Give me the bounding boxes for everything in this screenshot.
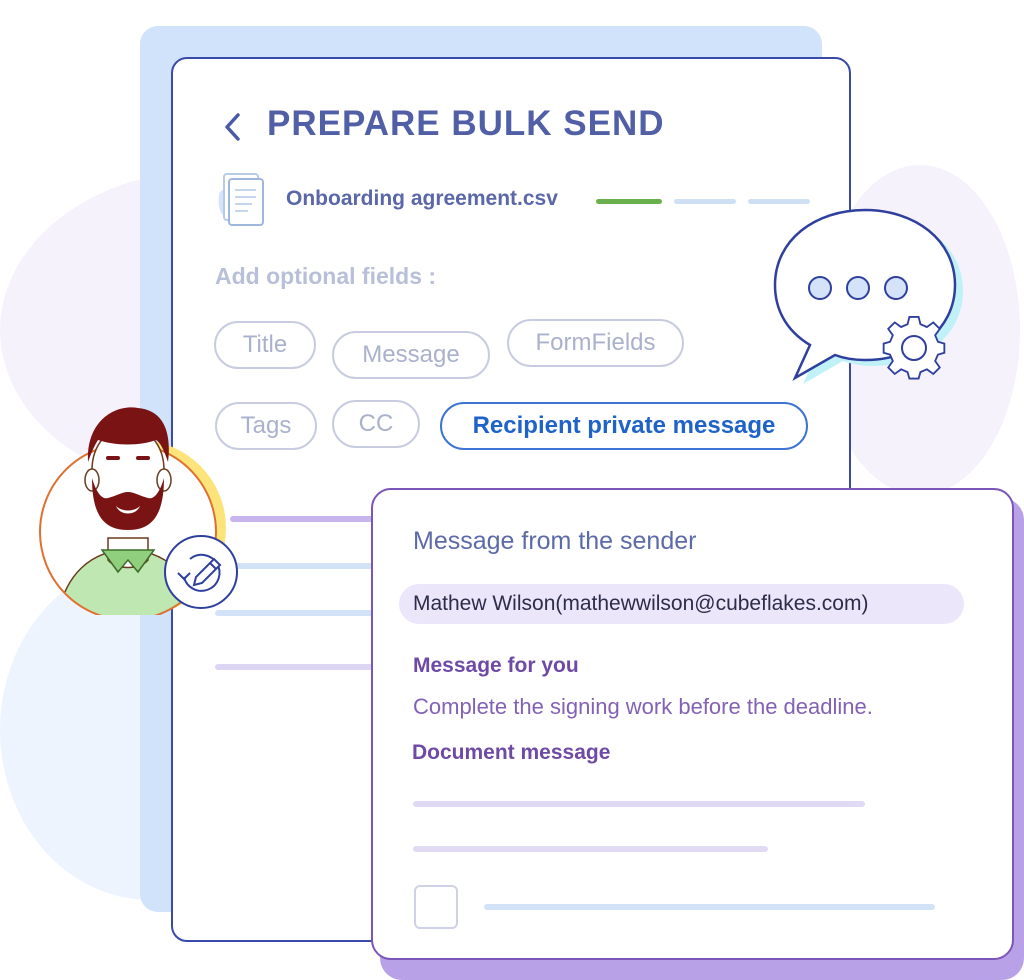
placeholder-line <box>215 563 380 569</box>
chip-tags[interactable]: Tags <box>215 402 317 450</box>
message-for-you-text: Complete the signing work before the dea… <box>413 694 873 719</box>
optional-fields-label: Add optional fields : <box>215 263 437 289</box>
placeholder-line <box>215 664 380 670</box>
sender-field: Mathew Wilson(mathewwilson@cubeflakes.co… <box>399 584 964 624</box>
progress-step-1 <box>596 199 662 204</box>
progress-step-3 <box>748 199 810 204</box>
message-card <box>371 488 1014 960</box>
document-message-label: Document message <box>412 741 611 764</box>
message-for-you-label: Message for you <box>413 654 579 677</box>
placeholder-line <box>215 610 380 616</box>
placeholder-line <box>413 801 865 807</box>
gear-icon <box>878 312 950 384</box>
message-card-title: Message from the sender <box>413 527 697 555</box>
placeholder-line <box>413 846 768 852</box>
back-button[interactable] <box>218 110 248 144</box>
confirm-checkbox[interactable] <box>414 885 458 929</box>
chevron-left-icon <box>225 113 240 141</box>
page-title: PREPARE BULK SEND <box>267 104 665 143</box>
chip-recipient-private-message[interactable]: Recipient private message <box>440 402 808 450</box>
chip-cc[interactable]: CC <box>332 400 420 448</box>
chip-message[interactable]: Message <box>332 331 490 379</box>
file-name: Onboarding agreement.csv <box>286 187 558 210</box>
edit-pencil-icon[interactable] <box>162 533 240 611</box>
chip-title[interactable]: Title <box>214 321 316 369</box>
placeholder-line <box>230 516 380 522</box>
chip-formfields[interactable]: FormFields <box>507 319 684 367</box>
progress-step-2 <box>674 199 736 204</box>
document-icon <box>212 170 272 230</box>
placeholder-line <box>484 904 935 910</box>
